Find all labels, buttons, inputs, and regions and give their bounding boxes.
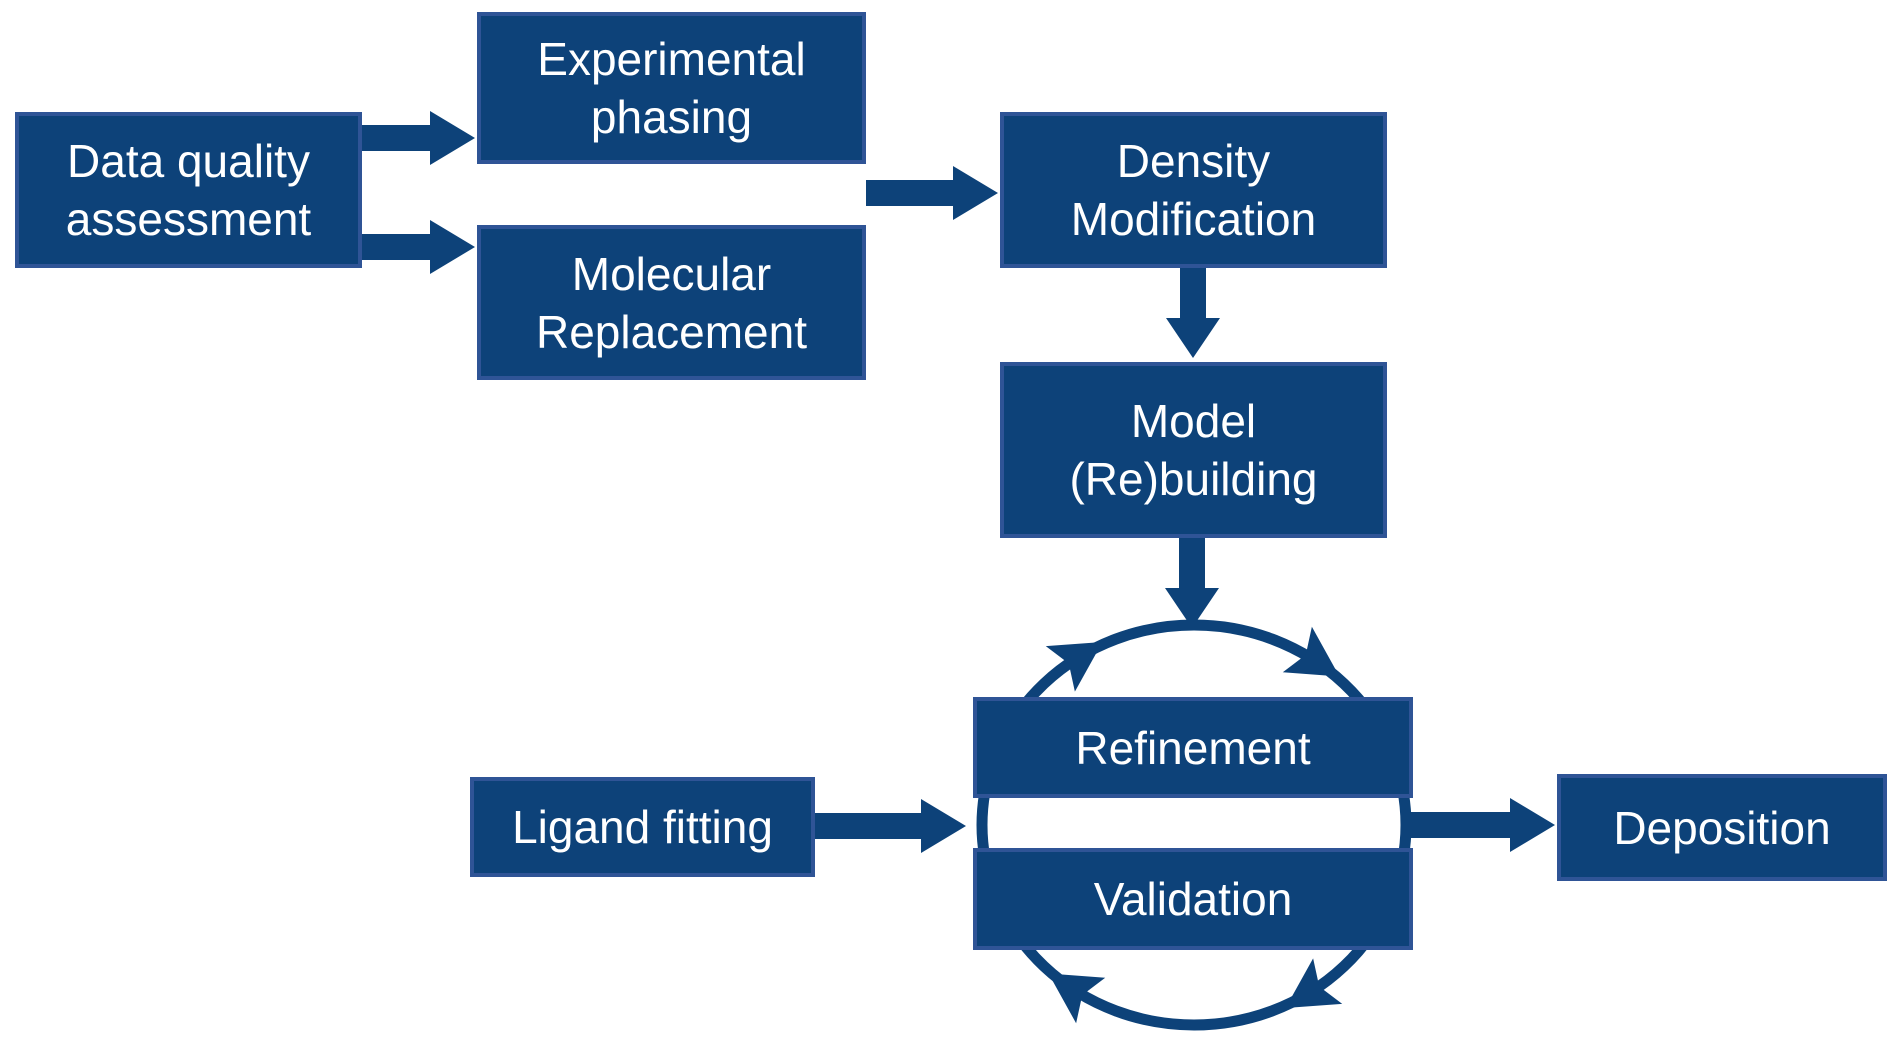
cycle-arrowhead-bottom-right [1285, 958, 1343, 1009]
node-label-experimental-phasing: Experimental phasing [537, 33, 806, 143]
node-validation: Validation [973, 848, 1413, 950]
node-label-data-quality-assessment: Data quality assessment [65, 135, 312, 245]
node-label-model-rebuilding: Model (Re)building [1069, 395, 1318, 505]
arrow-cycle-to-deposition [1406, 798, 1555, 852]
cycle-arrowhead-top-right [1282, 626, 1340, 677]
node-label-ligand-fitting: Ligand fitting [512, 801, 773, 853]
node-experimental-phasing: Experimental phasing [477, 12, 866, 164]
node-model-rebuilding: Model (Re)building [1000, 362, 1387, 538]
arrow-data-quality-to-experimental-phasing [362, 111, 475, 165]
arrow-data-quality-to-molecular-replacement [362, 220, 475, 274]
node-label-density-modification: Density Modification [1070, 135, 1317, 245]
arrow-model-rebuilding-to-cycle [1165, 536, 1219, 628]
node-molecular-replacement: Molecular Replacement [477, 225, 866, 380]
node-label-molecular-replacement: Molecular Replacement [535, 247, 808, 358]
node-deposition: Deposition [1557, 774, 1887, 881]
refinement-validation-cycle-ring [976, 619, 1412, 1031]
arrow-density-modification-to-model-rebuilding [1166, 266, 1220, 358]
arrow-phasing-to-density-modification [866, 166, 998, 220]
node-label-validation: Validation [1093, 873, 1293, 925]
cycle-arrowhead-top-left [1045, 641, 1103, 692]
node-label-refinement: Refinement [1075, 721, 1311, 774]
node-label-deposition: Deposition [1613, 801, 1831, 854]
cycle-arrowhead-bottom-left [1048, 973, 1106, 1024]
node-ligand-fitting: Ligand fitting [470, 777, 815, 877]
node-refinement: Refinement [973, 697, 1413, 798]
arrow-ligand-fitting-to-cycle [815, 799, 966, 853]
node-data-quality-assessment: Data quality assessment [15, 112, 362, 268]
node-density-modification: Density Modification [1000, 112, 1387, 268]
